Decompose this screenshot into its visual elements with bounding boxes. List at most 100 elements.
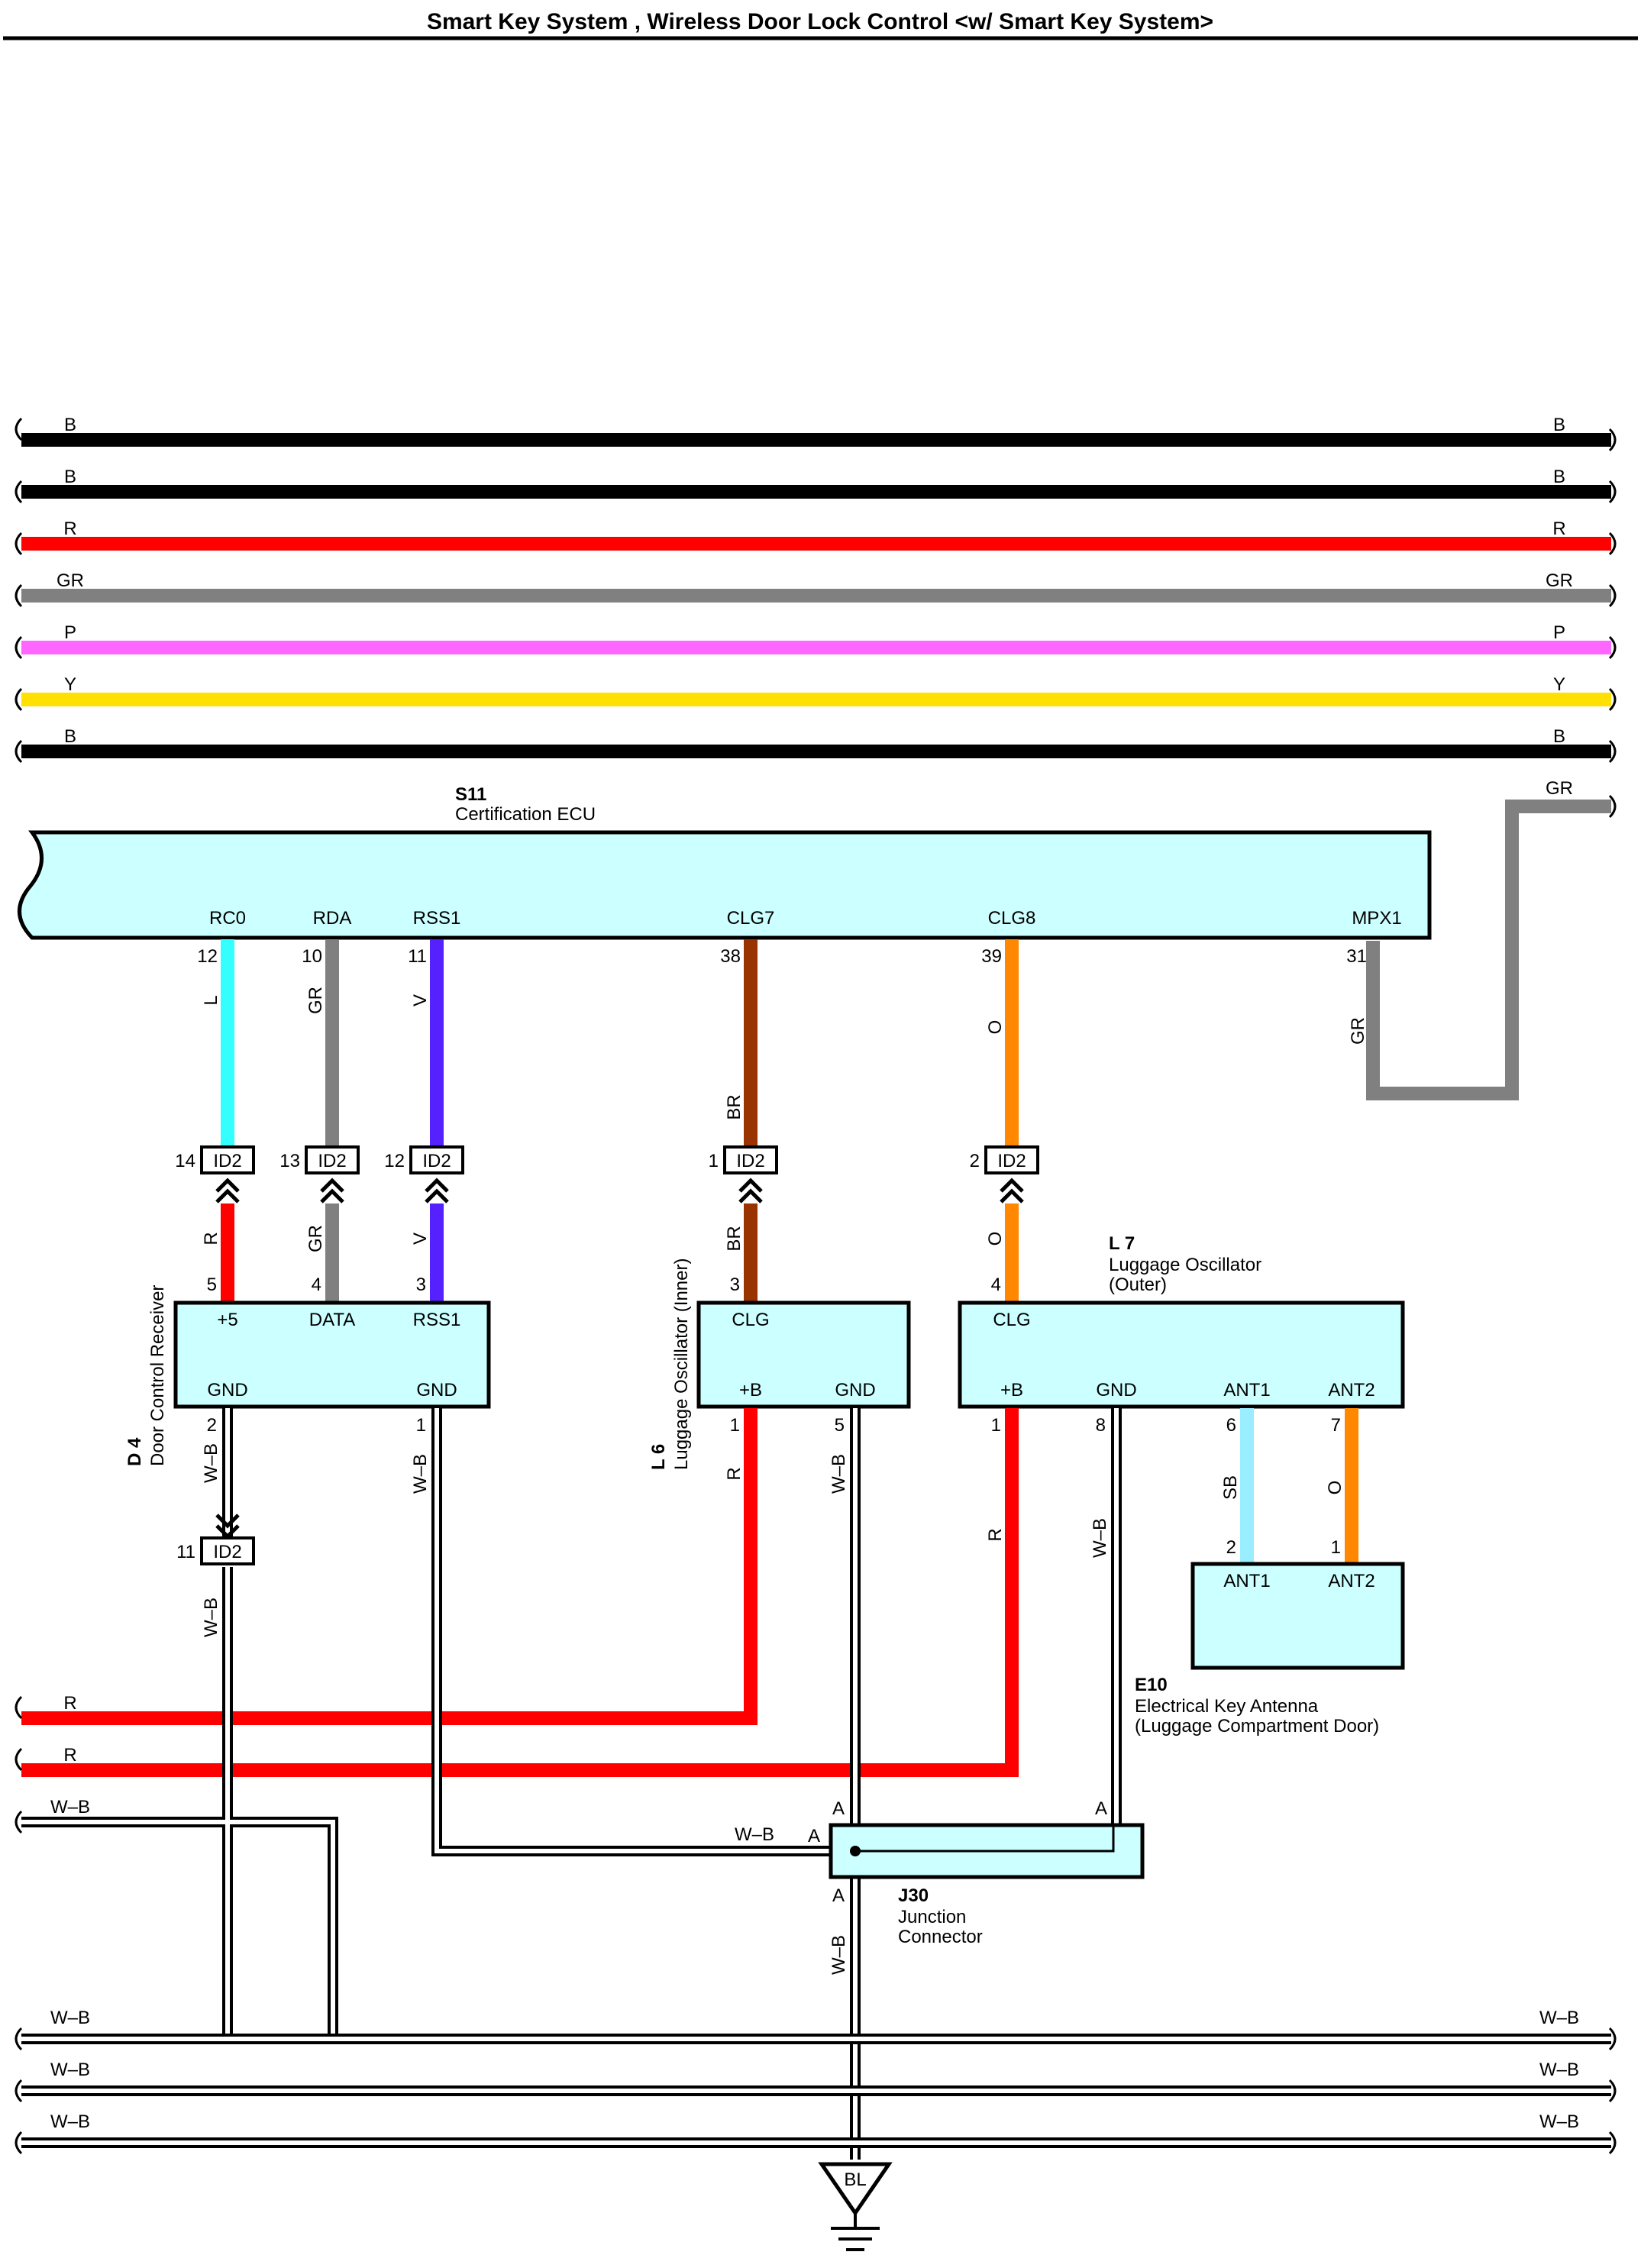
id2-connector-1: ID2 1 bbox=[709, 1145, 778, 1203]
l7-plus-b-wire-label: R bbox=[985, 1528, 1006, 1541]
d4-gnd2-wire-label: W–B bbox=[201, 1443, 221, 1483]
l6-pin-clg: CLG bbox=[732, 1310, 769, 1330]
bus-wire-4: GR GR bbox=[15, 570, 1617, 608]
l7-pin-num-8: 8 bbox=[1096, 1415, 1106, 1436]
ground-wires: W–B W–B W–B W–B W–B W–B W–B W–B bbox=[15, 1408, 1122, 2160]
j30-pin-top-left: A bbox=[832, 1798, 845, 1819]
bottom-bus-2-label-left: W–B bbox=[50, 2060, 90, 2080]
s11-pin-num-10: 10 bbox=[302, 946, 322, 967]
s11-name: Certification ECU bbox=[455, 804, 596, 825]
l7-gnd-wire-label: W–B bbox=[1090, 1518, 1110, 1558]
wb-mid-bus-label: W–B bbox=[50, 1797, 90, 1817]
d4-gnd2-lower-wire-label: W–B bbox=[201, 1598, 221, 1637]
l7-luggage-oscillator-outer: L 7 Luggage Oscillator (Outer) CLG +B GN… bbox=[958, 1233, 1405, 1409]
id2-connector-11-pin: 11 bbox=[176, 1542, 195, 1562]
l6-pin-gnd: GND bbox=[835, 1380, 875, 1401]
clg8-wire-label: O bbox=[985, 1020, 1006, 1035]
bus-wire-1-label-left: B bbox=[64, 415, 76, 435]
id2-connector-2-pin: 2 bbox=[970, 1151, 980, 1171]
red-plus-b-wires: R R R R bbox=[15, 1408, 1019, 1777]
ground-symbol: BL bbox=[818, 2162, 893, 2251]
id2-connector-13-pin: 13 bbox=[279, 1151, 300, 1171]
l7-pin-num-7: 7 bbox=[1331, 1415, 1341, 1436]
l6-pin-num-3: 3 bbox=[730, 1275, 740, 1295]
bottom-bus: W–B W–B W–B W–B W–B W–B bbox=[15, 2008, 1617, 2155]
l6-id: L 6 bbox=[648, 1444, 669, 1470]
ant1-wire-label: SB bbox=[1220, 1475, 1241, 1500]
bus-wire-7: B B bbox=[15, 726, 1617, 764]
s11-pin-clg8: CLG8 bbox=[988, 908, 1036, 929]
l7-pin-plus-b: +B bbox=[1000, 1380, 1023, 1401]
s11-pin-rss1: RSS1 bbox=[413, 908, 461, 929]
d4-name: Door Control Receiver bbox=[147, 1285, 168, 1466]
ground-triangle bbox=[818, 2162, 893, 2217]
bus-wire-3-label-right: R bbox=[1552, 519, 1565, 539]
s11-pin-mpx1: MPX1 bbox=[1352, 908, 1401, 929]
s11-pin-num-39: 39 bbox=[981, 946, 1002, 967]
d4-data-wire-label: GR bbox=[305, 1225, 326, 1252]
s11-id: S11 bbox=[455, 784, 486, 805]
e10-pin-ant2: ANT2 bbox=[1328, 1571, 1374, 1591]
j30-pin-bottom: A bbox=[832, 1885, 845, 1906]
bus-wire-5-label-right: P bbox=[1553, 622, 1565, 643]
l7-pin-num-6: 6 bbox=[1226, 1415, 1236, 1436]
id2-connector-1-name: ID2 bbox=[736, 1151, 764, 1171]
bus-wire-2: B B bbox=[15, 467, 1617, 504]
id2-connector-13-name: ID2 bbox=[318, 1151, 346, 1171]
e10-pin-ant1: ANT1 bbox=[1223, 1571, 1270, 1591]
d4-id: D 4 bbox=[124, 1437, 145, 1466]
id2-connector-1-pin: 1 bbox=[709, 1151, 719, 1171]
s11-pin-rc0: RC0 bbox=[209, 908, 246, 929]
ant2-wire-label: O bbox=[1325, 1481, 1345, 1495]
bus-wire-5: P P bbox=[15, 622, 1617, 660]
j30-output-wire-label: W–B bbox=[829, 1935, 849, 1975]
lower-vertical-wires: R GR V BR O 5 4 3 3 4 bbox=[201, 1203, 1019, 1303]
l6-luggage-oscillator-inner: CLG +B GND L 6 Luggage Oscillator (Inner… bbox=[648, 1258, 911, 1470]
s11-pin-clg7: CLG7 bbox=[727, 908, 775, 929]
bus-wire-1-label-right: B bbox=[1553, 415, 1565, 435]
s11-certification-ecu: S11 Certification ECU RC0 RDA RSS1 CLG7 … bbox=[18, 784, 1432, 967]
bus-wire-6-label-left: Y bbox=[64, 674, 76, 695]
bottom-bus-1-label-left: W–B bbox=[50, 2008, 90, 2028]
s11-pin-num-31: 31 bbox=[1346, 946, 1367, 967]
l6-pin-num-5: 5 bbox=[835, 1415, 845, 1436]
l7-pin-ant1: ANT1 bbox=[1223, 1380, 1270, 1401]
j30-name-line2: Connector bbox=[898, 1927, 983, 1947]
bus-wire-6-label-right: Y bbox=[1553, 674, 1565, 695]
id2-connector-13: ID2 13 bbox=[279, 1145, 360, 1203]
e10-body bbox=[1190, 1562, 1405, 1670]
mpx1-wire-label: GR bbox=[1348, 1017, 1368, 1045]
d4-rss1-wire-label: V bbox=[410, 1233, 431, 1245]
lower-pin-numbers: 2 1 1 5 1 8 6 7 bbox=[207, 1415, 1341, 1436]
bus-wire-4-label-right: GR bbox=[1546, 570, 1573, 591]
s11-body bbox=[18, 830, 1432, 940]
rc0-wire-label: L bbox=[201, 995, 221, 1005]
e10-pin-num-2: 2 bbox=[1226, 1537, 1236, 1558]
l7-pin-clg: CLG bbox=[993, 1310, 1030, 1330]
d4-pin-rss1: RSS1 bbox=[413, 1310, 461, 1330]
bottom-bus-1-label-right: W–B bbox=[1539, 2008, 1579, 2028]
bottom-bus-2-label-right: W–B bbox=[1539, 2060, 1579, 2080]
gr-branch-label: GR bbox=[1546, 778, 1573, 799]
id2-connector-12-pin: 12 bbox=[384, 1151, 405, 1171]
upper-vertical-wires: L GR V BR O bbox=[201, 939, 1019, 1147]
id2-connector-12: ID2 12 bbox=[384, 1145, 464, 1203]
ground-label: BL bbox=[844, 2169, 866, 2190]
antenna-wires: SB O 2 1 bbox=[1220, 1408, 1358, 1564]
id2-connector-12-name: ID2 bbox=[422, 1151, 451, 1171]
j30-junction-dot bbox=[850, 1846, 861, 1856]
d4-pin-num-4: 4 bbox=[312, 1275, 321, 1295]
l6-gnd-wire-label: W–B bbox=[829, 1454, 849, 1494]
bus-wire-4-label-left: GR bbox=[57, 570, 84, 591]
s11-pin-rda: RDA bbox=[313, 908, 352, 929]
j30-name-line1: Junction bbox=[898, 1907, 966, 1927]
red-bus-1-label: R bbox=[63, 1693, 76, 1714]
d4-pin-gnd-2: GND bbox=[207, 1380, 247, 1401]
bus-wire-6: Y Y bbox=[15, 674, 1617, 712]
d4-pin-gnd-1: GND bbox=[416, 1380, 457, 1401]
bus-wire-7-label-right: B bbox=[1553, 726, 1565, 747]
id2-connector-14-pin: 14 bbox=[175, 1151, 195, 1171]
bottom-bus-3-label-right: W–B bbox=[1539, 2111, 1579, 2132]
l7-clg-wire-label: O bbox=[985, 1232, 1006, 1246]
id2-connector-14-name: ID2 bbox=[213, 1151, 241, 1171]
